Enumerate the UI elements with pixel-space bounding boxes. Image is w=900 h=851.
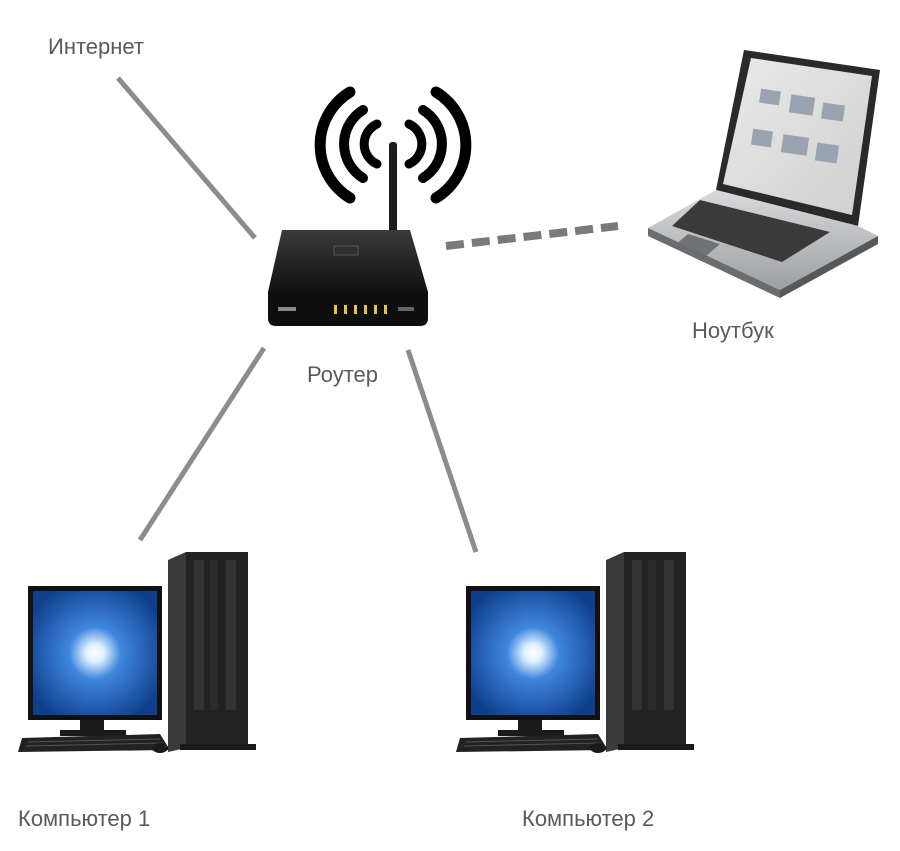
desktop-computer-icon bbox=[18, 552, 256, 753]
router-antenna bbox=[389, 142, 397, 238]
laptop-label: Ноутбук bbox=[692, 318, 774, 343]
router-computer1-link bbox=[137, 346, 267, 542]
router-computer2-link bbox=[405, 349, 479, 553]
internet-router-link bbox=[116, 76, 257, 240]
internet-label: Интернет bbox=[48, 34, 144, 59]
router-leds bbox=[334, 305, 387, 314]
router-laptop-wireless-link bbox=[445, 222, 619, 250]
computer2-label: Компьютер 2 bbox=[522, 806, 655, 831]
computer1-label: Компьютер 1 bbox=[18, 806, 151, 831]
router-icon bbox=[268, 86, 472, 326]
wifi-waves-icon bbox=[314, 86, 472, 204]
laptop-icon bbox=[648, 50, 880, 298]
desktop-computer-icon bbox=[456, 552, 694, 753]
router-label: Роутер bbox=[307, 362, 378, 387]
